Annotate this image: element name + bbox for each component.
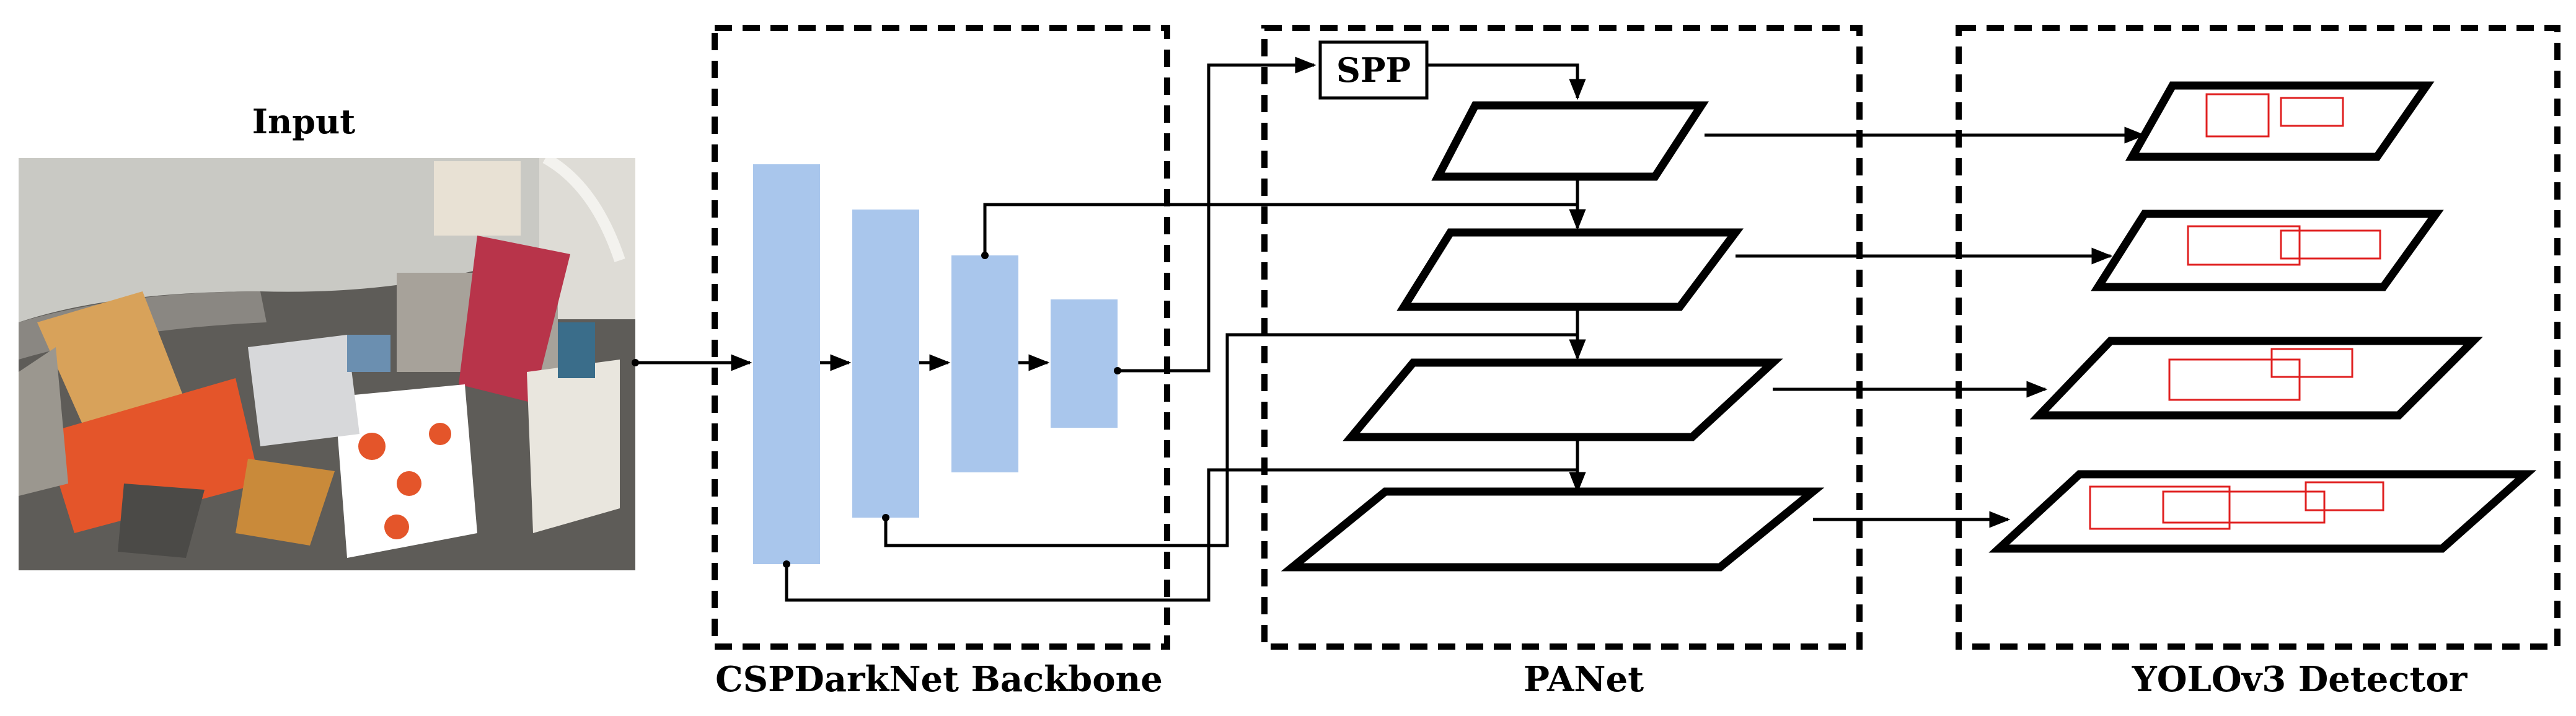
bbox-head1-a <box>2205 93 2270 138</box>
bbox-head4-a <box>2089 485 2231 530</box>
backbone-title: CSPDarkNet Backbone <box>715 659 1163 700</box>
panet-level-2 <box>1396 228 1744 311</box>
bbox-head4-c <box>2305 481 2384 511</box>
bbox-head4-b <box>2162 490 2326 524</box>
spp-box <box>1318 40 1429 100</box>
bbox-head2-b <box>2280 229 2381 260</box>
detector-head-2 <box>2091 210 2444 291</box>
backbone-stage-1 <box>753 164 820 564</box>
detector-frame <box>1956 25 2561 650</box>
bbox-head3-b <box>2270 348 2353 378</box>
connectors <box>632 56 2146 602</box>
detector-head-3 <box>2029 337 2483 420</box>
bbox-head3-a <box>2168 358 2301 401</box>
spp-label: SPP <box>1336 50 1411 90</box>
backbone-stage-2 <box>852 210 919 518</box>
detector-head-4 <box>1988 470 2537 553</box>
input-image <box>19 158 635 570</box>
input-title: Input <box>252 102 356 141</box>
backbone-stage-4 <box>1051 299 1118 428</box>
bbox-head2-a <box>2187 225 2301 266</box>
neck-frame <box>1261 25 1863 650</box>
panet-level-4 <box>1281 487 1825 572</box>
panet-level-3 <box>1343 358 1783 441</box>
spp-to-level1-arrow <box>1427 63 1586 100</box>
neck-title: PANet <box>1524 659 1644 700</box>
backbone-stage-3 <box>951 255 1018 472</box>
bbox-head1-b <box>2280 97 2344 127</box>
detector-title: YOLOv3 Detector <box>2132 659 2468 700</box>
stage4-to-spp-arrow <box>1114 56 1317 374</box>
detector-head-1 <box>2125 81 2435 161</box>
panet-level-1 <box>1431 101 1709 181</box>
